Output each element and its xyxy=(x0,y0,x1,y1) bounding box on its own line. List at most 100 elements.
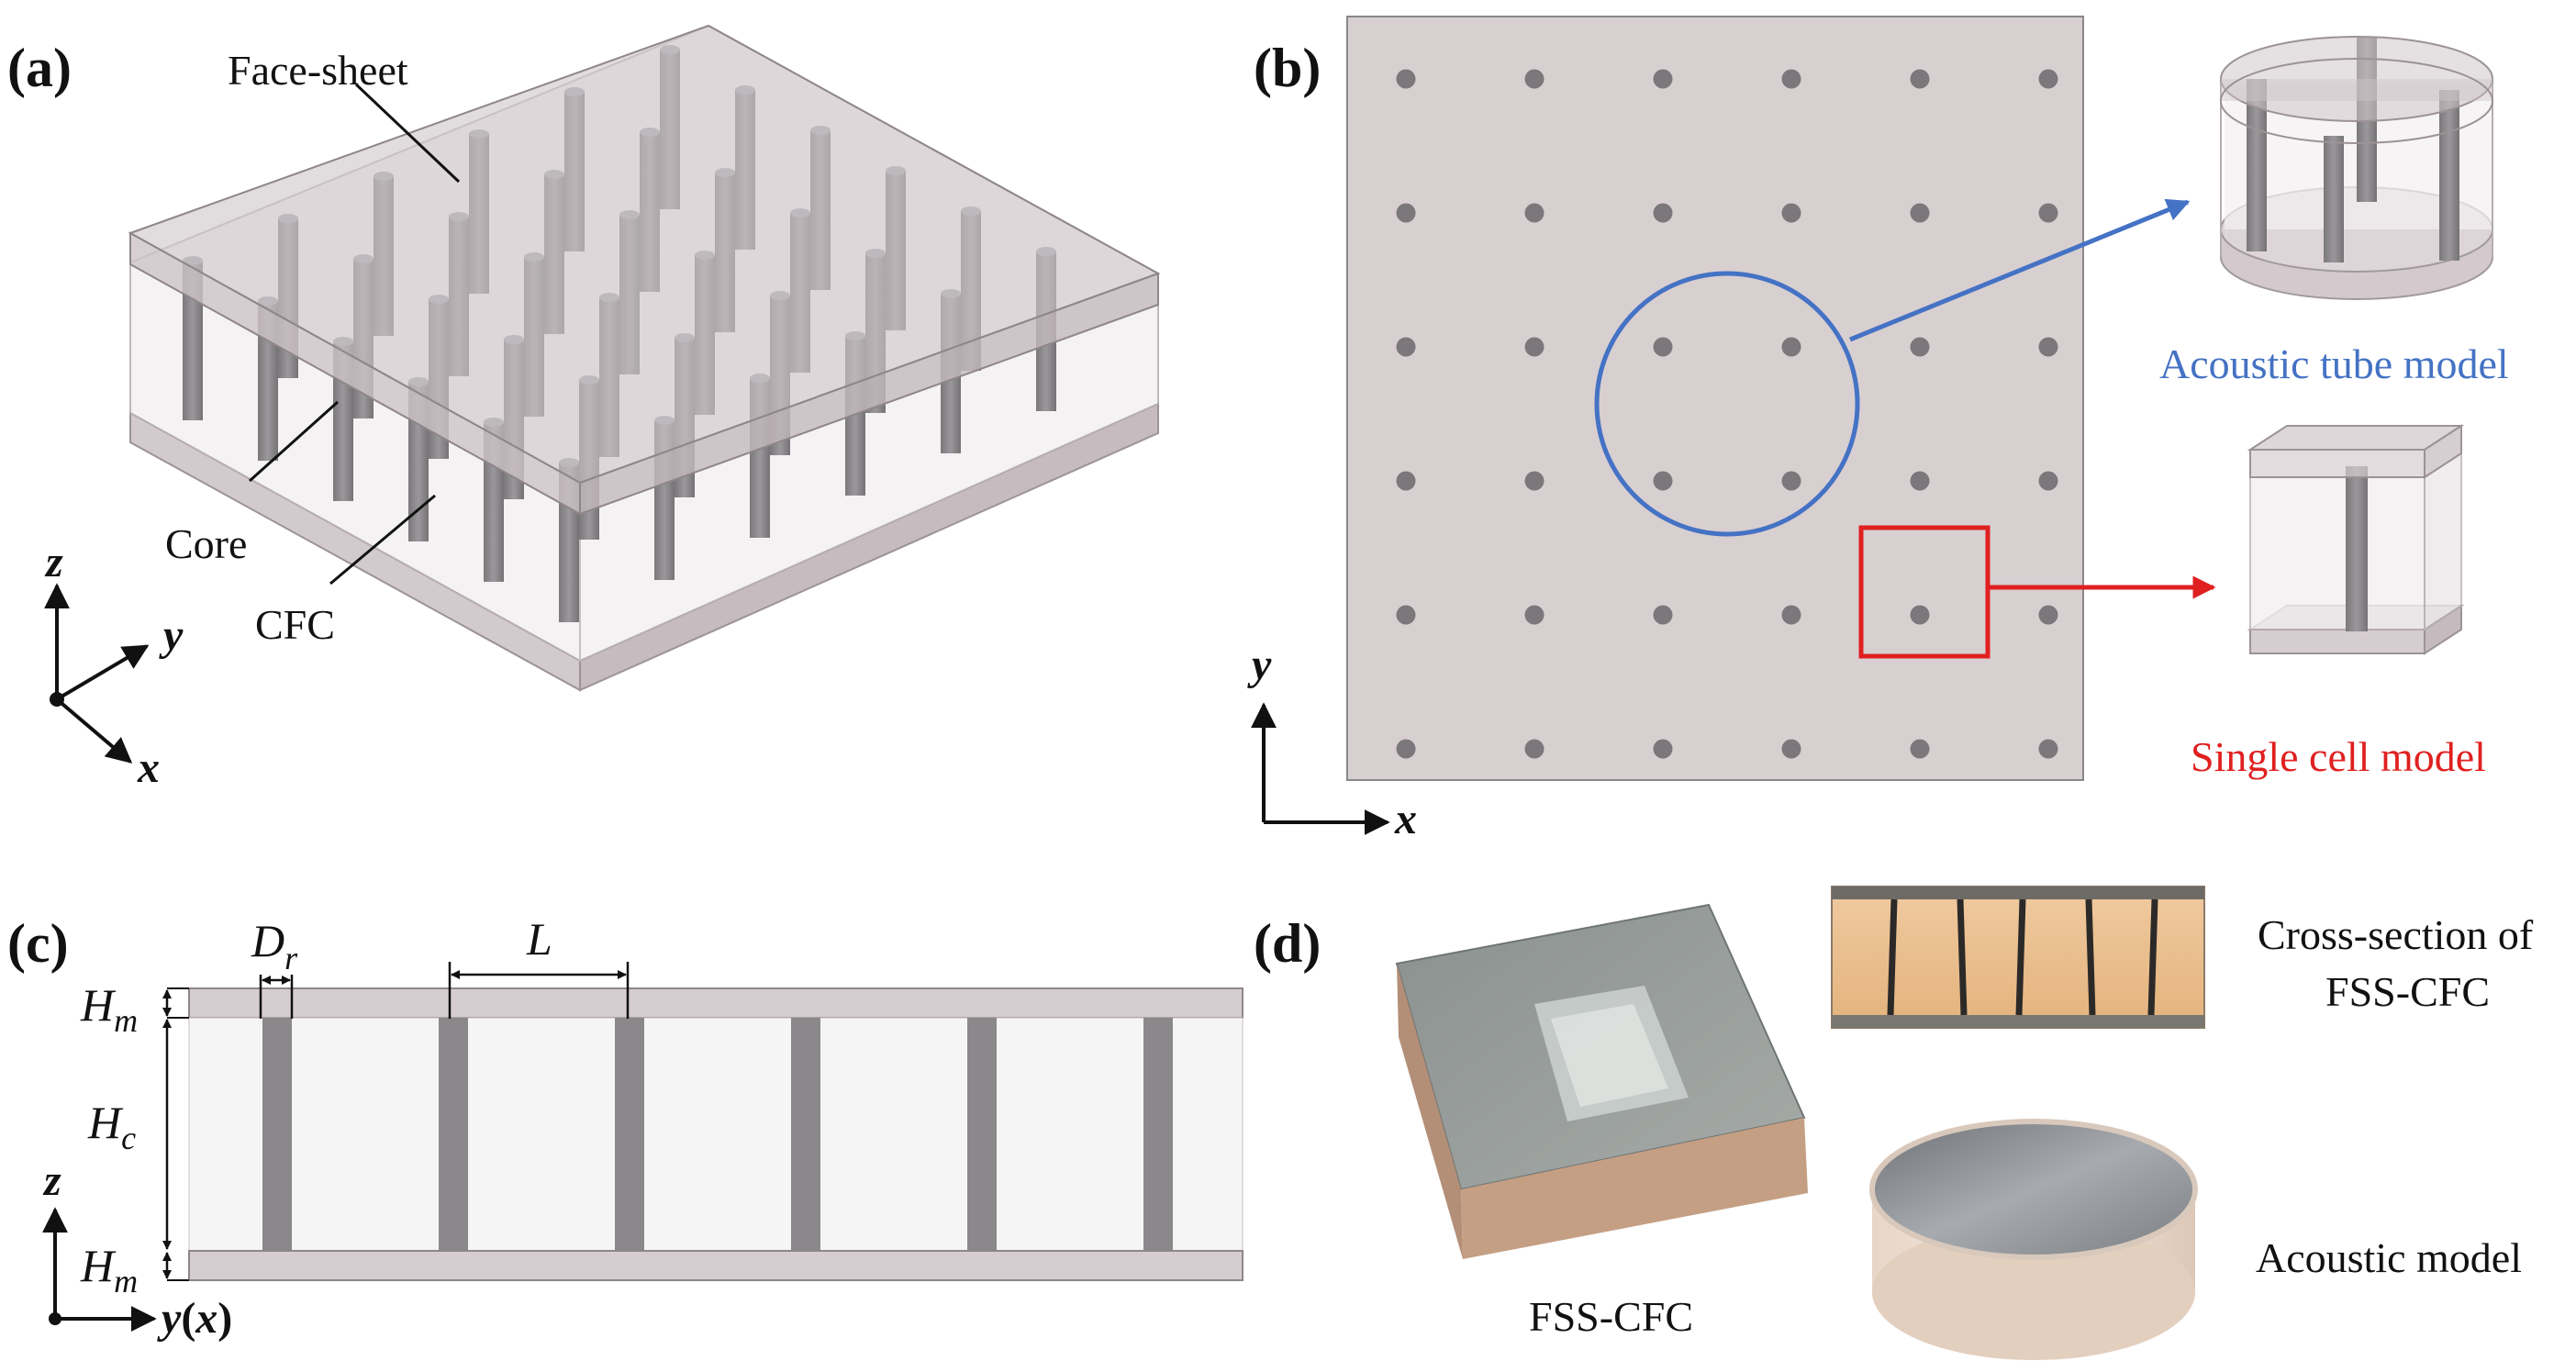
rod-sections xyxy=(262,1018,1173,1251)
cross-section-caption-line2: FSS-CFC xyxy=(2325,968,2490,1015)
dim-hm-bottom: Hm xyxy=(80,1240,189,1299)
rod-dot xyxy=(1910,69,1930,89)
rod-dot xyxy=(1653,69,1673,89)
cross-section-rod-line xyxy=(2085,898,2096,1016)
cross-section-rod-line xyxy=(1887,898,1898,1016)
rod-dot xyxy=(1910,337,1930,357)
single-cell-model-caption: Single cell model xyxy=(2191,733,2486,780)
axis-z-label-c: z xyxy=(42,1156,61,1205)
acoustic-tube-selection-circle xyxy=(1594,271,1860,537)
acoustic-tube-model-illustration xyxy=(2220,36,2493,300)
rod-dot xyxy=(1524,337,1544,357)
rod-dot xyxy=(1910,203,1930,223)
axis-x-label-b: x xyxy=(1394,795,1417,843)
dim-hc-label: Hc xyxy=(87,1097,136,1156)
top-face-sheet xyxy=(128,24,1161,516)
rod-section xyxy=(791,1018,820,1251)
cfc-label: CFC xyxy=(255,601,335,648)
dim-hc: Hc xyxy=(87,1019,172,1250)
rod-dot xyxy=(1781,739,1801,759)
rod-dot xyxy=(1396,337,1416,357)
fss-cfc-sample-photo xyxy=(1395,903,1808,1259)
bottom-face-sheet-section xyxy=(188,1250,1243,1281)
panel-a-label: (a) xyxy=(7,38,72,98)
acoustic-tube-model-caption: Acoustic tube model xyxy=(2159,340,2509,387)
rod-dot xyxy=(1524,69,1544,89)
rod-dot xyxy=(1653,471,1673,491)
rod-dot xyxy=(1396,605,1416,625)
panel-b-label: (b) xyxy=(1254,38,1321,98)
rod-dot xyxy=(2038,739,2058,759)
dim-l: L xyxy=(448,913,630,1019)
cross-section-caption-line1: Cross-section of xyxy=(2258,911,2534,958)
rod-dot xyxy=(1781,337,1801,357)
dim-dr: Dr xyxy=(251,915,298,1019)
rod-section xyxy=(1143,1018,1173,1251)
rod-dot xyxy=(1781,605,1801,625)
rod-dot xyxy=(1781,69,1801,89)
dim-l-label: L xyxy=(526,913,552,965)
fss-cfc-caption: FSS-CFC xyxy=(1529,1293,1693,1340)
axes-a: z y x xyxy=(44,538,184,792)
rod-section xyxy=(262,1018,292,1251)
panel-b: (b) Acoustic tube model xyxy=(1247,16,2509,843)
cross-section-rod-line xyxy=(1957,898,1968,1016)
rod-dot xyxy=(1524,605,1544,625)
acoustic-model-caption: Acoustic model xyxy=(2256,1234,2522,1281)
rod-dot xyxy=(1653,739,1673,759)
cross-section-photo xyxy=(1831,886,2205,1029)
dim-hm-top: Hm xyxy=(80,979,189,1039)
panel-d-label: (d) xyxy=(1254,913,1321,974)
rod-dot xyxy=(1524,203,1544,223)
rod-dot xyxy=(2038,605,2058,625)
rod-dot xyxy=(1910,471,1930,491)
rod-dot xyxy=(1910,605,1930,625)
acoustic-model-photo xyxy=(1869,1119,2198,1360)
dim-hm-bottom-label: Hm xyxy=(80,1240,138,1299)
axes-c: z y(x) xyxy=(42,1156,232,1343)
rod-dot xyxy=(1653,605,1673,625)
panel-c-label: (c) xyxy=(7,913,69,974)
cross-section-rod-line xyxy=(2147,898,2158,1016)
dim-dr-label: Dr xyxy=(251,915,298,976)
axis-yx-label: y(x) xyxy=(157,1294,232,1343)
rod-section xyxy=(967,1018,997,1251)
axis-x-label: x xyxy=(137,743,160,792)
rod-dot xyxy=(1781,203,1801,223)
face-sheet-top-view xyxy=(1346,16,2084,781)
single-cell-selection-box xyxy=(1858,525,1991,659)
rod-dot xyxy=(2038,471,2058,491)
top-face-sheet-section xyxy=(188,987,1243,1019)
axes-b: y x xyxy=(1247,641,1417,843)
rod-dot xyxy=(1396,203,1416,223)
cross-section-rod-line xyxy=(2015,898,2026,1016)
core-label: Core xyxy=(165,520,247,567)
core-section xyxy=(188,1017,1243,1252)
axis-y-label: y xyxy=(159,611,184,660)
rod-dot xyxy=(2038,203,2058,223)
rod-grid-top-view xyxy=(1396,69,2058,759)
blue-arrow xyxy=(1849,198,2191,342)
rod-dot xyxy=(1653,203,1673,223)
rod-dot xyxy=(2038,337,2058,357)
panel-d: (d) FSS-CFC Cross-section of FSS-CFC Aco… xyxy=(1254,886,2534,1360)
rod-section xyxy=(439,1018,468,1251)
panel-a: (a) Face-sheet Core CFC xyxy=(7,24,1161,792)
rod-dot xyxy=(1524,471,1544,491)
panel-c: (c) Dr L Hm Hc xyxy=(7,913,1243,1343)
face-sheet-label: Face-sheet xyxy=(228,47,408,94)
rod-dot xyxy=(1910,739,1930,759)
rod-dot xyxy=(1524,739,1544,759)
axis-z-label: z xyxy=(44,538,63,586)
rod-section xyxy=(615,1018,644,1251)
rod-dot xyxy=(1396,471,1416,491)
rod-dot xyxy=(1781,471,1801,491)
rod-dot xyxy=(1396,739,1416,759)
dim-hm-top-label: Hm xyxy=(80,979,138,1039)
single-cell-model-illustration xyxy=(2247,424,2465,655)
rod-dot xyxy=(2038,69,2058,89)
axis-y-label-b: y xyxy=(1247,641,1272,689)
rod-dot xyxy=(1653,337,1673,357)
rod-dot xyxy=(1396,69,1416,89)
